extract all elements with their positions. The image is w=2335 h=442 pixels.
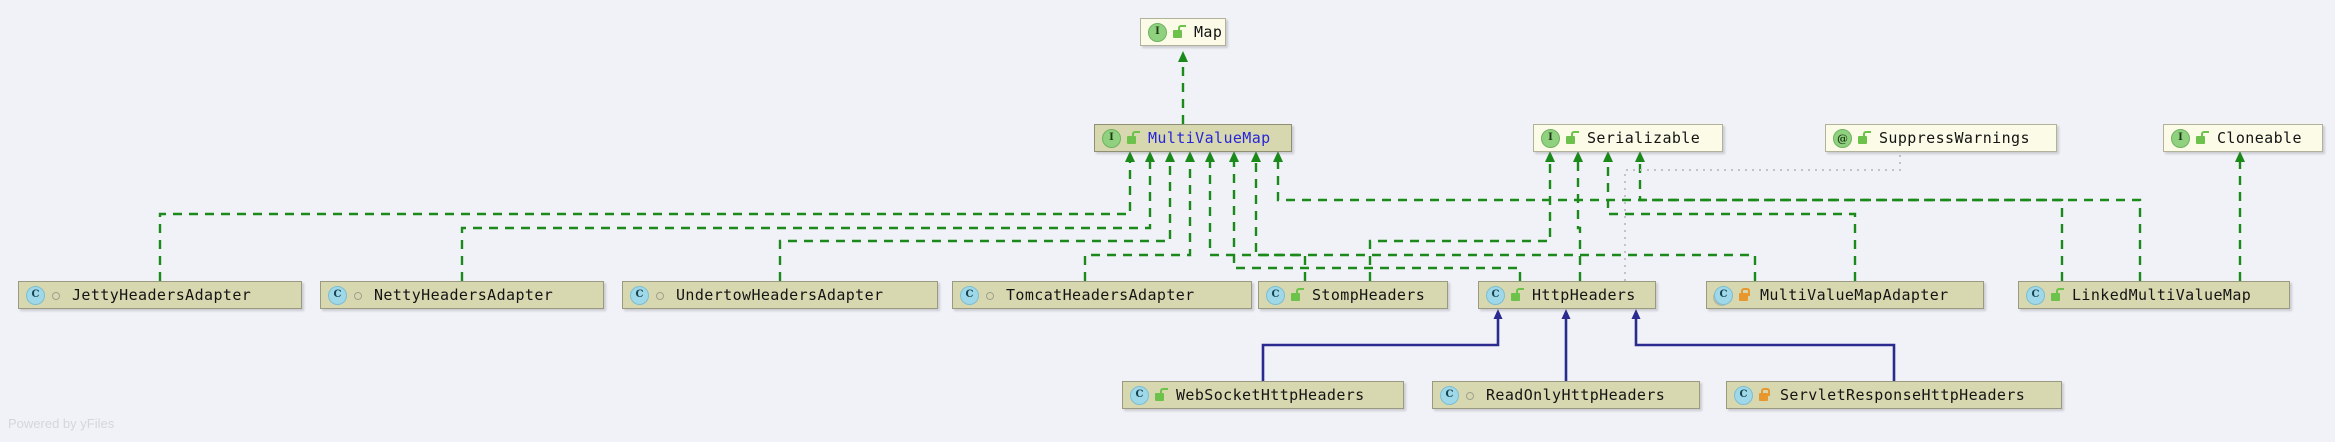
lock-open-icon (1510, 288, 1524, 302)
package-private-icon (50, 288, 63, 302)
class-icon: C (328, 285, 347, 305)
node-label: Cloneable (2217, 129, 2302, 147)
edge-httpheaders-to-serializable (1573, 151, 1583, 281)
edge-httpheaders-to-multivaluemap (1229, 151, 1522, 281)
node-label: MultiValueMap (1148, 129, 1271, 147)
node-label: Serializable (1587, 129, 1701, 147)
node-serializable[interactable]: I Serializable (1533, 124, 1723, 152)
interface-icon: I (1541, 128, 1560, 148)
node-tomcatheadersadapter[interactable]: C TomcatHeadersAdapter (952, 281, 1252, 309)
package-private-icon (352, 288, 365, 302)
lock-closed-icon (1758, 388, 1771, 402)
node-undertowheadersadapter[interactable]: C UndertowHeadersAdapter (622, 281, 938, 309)
generalization-edges (1261, 309, 1896, 381)
class-icon: C (2026, 285, 2045, 305)
package-private-icon (984, 288, 997, 302)
class-icon: C (1714, 285, 1733, 305)
node-stompheaders[interactable]: C StompHeaders (1258, 281, 1448, 309)
lock-open-icon (1126, 131, 1140, 145)
interface-icon: I (2171, 128, 2190, 148)
node-label: ReadOnlyHttpHeaders (1486, 386, 1666, 404)
node-label: WebSocketHttpHeaders (1176, 386, 1365, 404)
node-websockethttpheaders[interactable]: C WebSocketHttpHeaders (1122, 381, 1404, 409)
node-label: ServletResponseHttpHeaders (1780, 386, 2026, 404)
edge-linkedmultivaluemap-to-serializable (1635, 151, 2142, 281)
class-icon: C (960, 285, 979, 305)
lock-open-icon (2195, 131, 2209, 145)
node-label: SuppressWarnings (1879, 129, 2030, 147)
node-readonlyhttpheaders[interactable]: C ReadOnlyHttpHeaders (1432, 381, 1700, 409)
node-suppresswarnings[interactable]: @ SuppressWarnings (1825, 124, 2057, 152)
class-icon: C (26, 285, 45, 305)
edge-multivaluemapadapter-to-multivaluemap (1251, 151, 1757, 281)
edge-linkedmultivaluemap-to-multivaluemap (1273, 151, 2064, 281)
lock-open-icon (1172, 25, 1186, 39)
package-private-icon (1464, 388, 1477, 402)
edge-stompheaders-to-multivaluemap (1205, 151, 1307, 281)
yfiles-watermark: Powered by yFiles (8, 416, 115, 431)
class-icon: C (1266, 285, 1285, 305)
lock-open-icon (1565, 131, 1579, 145)
node-label: LinkedMultiValueMap (2072, 286, 2252, 304)
package-private-icon (654, 288, 667, 302)
node-nettyheadersadapter[interactable]: C NettyHeadersAdapter (320, 281, 604, 309)
node-label: StompHeaders (1312, 286, 1426, 304)
node-map[interactable]: I Map (1140, 18, 1226, 46)
class-icon: C (1734, 385, 1753, 405)
lock-open-icon (1154, 388, 1168, 402)
class-icon: C (630, 285, 649, 305)
realization-edges (158, 51, 2245, 281)
lock-open-icon (1290, 288, 1304, 302)
annotation-icon: @ (1833, 128, 1852, 148)
lock-closed-icon (1738, 288, 1751, 302)
node-multivaluemap[interactable]: I MultiValueMap (1094, 124, 1292, 152)
node-label: TomcatHeadersAdapter (1006, 286, 1195, 304)
interface-icon: I (1102, 128, 1121, 148)
class-icon: C (1440, 385, 1459, 405)
node-servletresponsehttpheaders[interactable]: C ServletResponseHttpHeaders (1726, 381, 2062, 409)
edge-servletresponsehttpheaders-to-httpheaders (1631, 309, 1896, 381)
node-label: Map (1194, 23, 1223, 41)
edge-multivaluemapadapter-to-serializable (1603, 151, 1857, 281)
class-icon: C (1130, 385, 1149, 405)
node-httpheaders[interactable]: C HttpHeaders (1478, 281, 1656, 309)
edge-nettyheadersadapter-to-multivaluemap (460, 151, 1155, 281)
edge-undertowheadersadapter-to-multivaluemap (778, 151, 1175, 281)
class-icon: C (1486, 285, 1505, 305)
node-cloneable[interactable]: I Cloneable (2163, 124, 2323, 152)
node-label: NettyHeadersAdapter (374, 286, 554, 304)
edge-websockethttpheaders-to-httpheaders (1261, 309, 1503, 381)
lock-open-icon (1857, 131, 1871, 145)
interface-icon: I (1148, 22, 1167, 42)
dependency-edges (1624, 154, 1901, 281)
node-multivaluemapadapter[interactable]: C MultiValueMapAdapter (1706, 281, 1984, 309)
node-jettyheadersadapter[interactable]: C JettyHeadersAdapter (18, 281, 302, 309)
node-label: HttpHeaders (1532, 286, 1636, 304)
node-label: MultiValueMapAdapter (1760, 286, 1949, 304)
edge-stompheaders-to-serializable (1368, 151, 1555, 281)
edge-tomcatheadersadapter-to-multivaluemap (1083, 151, 1195, 281)
node-label: JettyHeadersAdapter (72, 286, 252, 304)
node-label: UndertowHeadersAdapter (676, 286, 884, 304)
edge-jettyheadersadapter-to-multivaluemap (158, 151, 1135, 281)
edge-httpheaders-to-suppresswarnings (1624, 154, 1901, 281)
node-linkedmultivaluemap[interactable]: C LinkedMultiValueMap (2018, 281, 2290, 309)
lock-open-icon (2050, 288, 2064, 302)
